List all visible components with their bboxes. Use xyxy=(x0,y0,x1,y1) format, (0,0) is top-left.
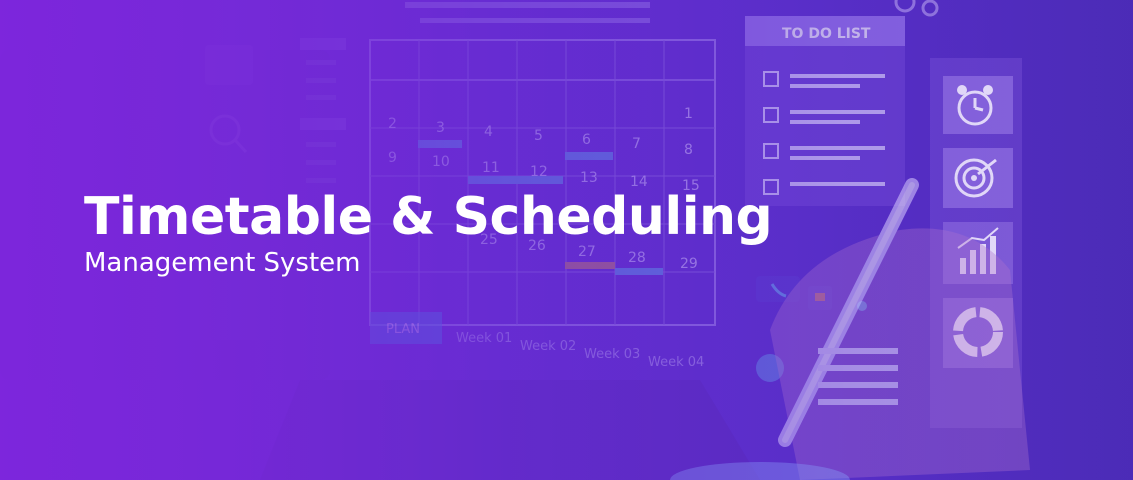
week-tab: Week 04 xyxy=(648,355,704,370)
calendar-day: 6 xyxy=(582,132,591,148)
gear-icon xyxy=(894,0,939,17)
week-tab: Week 01 xyxy=(456,331,512,346)
calendar-day: 9 xyxy=(388,150,397,166)
calendar-day: 7 xyxy=(632,136,641,152)
calendar-grid xyxy=(369,39,716,326)
calendar-day: 1 xyxy=(684,106,693,122)
banner-subtitle: Management System xyxy=(84,248,361,278)
week-tabs: PLAN Week 01 Week 02 Week 03 Week 04 xyxy=(370,312,704,370)
todo-panel: TO DO LIST xyxy=(745,16,905,206)
banner-headline: Timetable & Scheduling Management System xyxy=(84,186,773,280)
calendar-day: 8 xyxy=(684,142,693,158)
alarm-clock-icon xyxy=(943,76,1013,134)
week-tab: Week 02 xyxy=(520,339,576,354)
calendar-day: 11 xyxy=(482,160,500,176)
calendar-day: 12 xyxy=(530,164,548,180)
calendar-day: 4 xyxy=(484,124,493,140)
calendar-day: 10 xyxy=(432,154,450,170)
plan-tab-label: PLAN xyxy=(386,322,420,337)
top-bar xyxy=(405,2,650,8)
calendar-day: 3 xyxy=(436,120,445,136)
calendar-day: 2 xyxy=(388,116,397,132)
target-icon xyxy=(943,148,1013,208)
top-bar xyxy=(420,18,650,23)
todo-heading: TO DO LIST xyxy=(782,26,871,42)
calendar-day: 5 xyxy=(534,128,543,144)
banner-title: Timetable & Scheduling xyxy=(84,187,773,247)
week-tab: Week 03 xyxy=(584,347,640,362)
calendar-day: 13 xyxy=(580,170,598,186)
laptop-keyboard xyxy=(260,380,760,480)
